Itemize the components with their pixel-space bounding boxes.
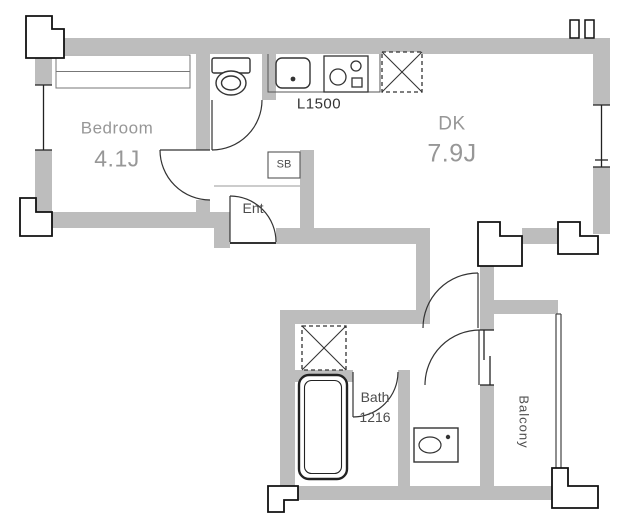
shoe-box-label: SB [276, 158, 292, 171]
kitchen-sink-icon [275, 57, 311, 89]
corner-pillars [19, 15, 599, 513]
balcony-label: Balcony [516, 395, 532, 449]
window-right [593, 104, 610, 168]
washbasin-icon [413, 427, 459, 463]
bathtub-icon [297, 373, 349, 481]
shoe-box [267, 151, 301, 179]
refrigerator-space-icon [381, 51, 423, 93]
toilet-icon [211, 57, 251, 96]
door-swing-arcs [159, 99, 481, 418]
bedroom-label: Bedroom [80, 118, 154, 138]
entrance-label: Ent [242, 200, 264, 216]
dk-size-label: 7.9J [427, 139, 477, 168]
kitchen-counter-length-label: L1500 [296, 95, 342, 113]
bath-size-label: 1216 [359, 409, 391, 425]
dk-label: DK [438, 113, 466, 135]
washing-machine-space-icon [301, 325, 347, 371]
bath-label: Bath [360, 389, 390, 405]
window-left [35, 84, 52, 151]
bedroom-size-label: 4.1J [94, 145, 140, 172]
gas-stove-icon [323, 55, 369, 93]
closet [55, 54, 191, 89]
balcony-railing [555, 313, 562, 486]
balcony-sliding-door [480, 329, 494, 386]
